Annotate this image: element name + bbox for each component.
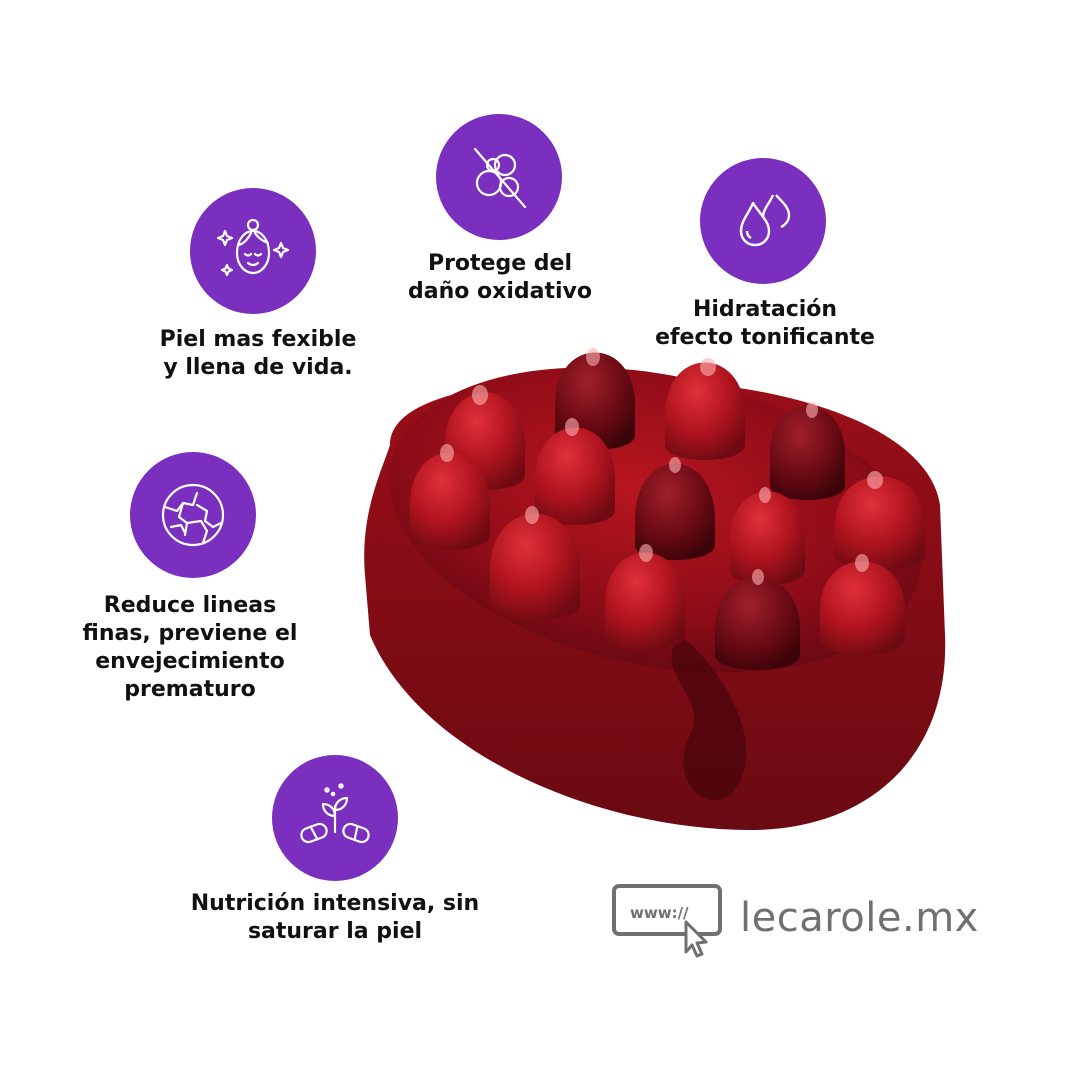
plant-capsule-icon <box>300 783 370 844</box>
benefit-icon-circle-hydration <box>700 158 826 284</box>
benefit-label-hydration: Hidratación efecto tonificante <box>655 297 875 350</box>
brand-domain[interactable]: lecarole.mx <box>740 895 979 941</box>
web-cursor-icon: www:// <box>612 884 722 958</box>
benefit-icon-circle-oxidation <box>436 114 562 240</box>
massage-soap-image <box>364 348 946 830</box>
benefit-icon-circle-nutrition <box>272 755 398 881</box>
no-oxidation-icon <box>473 147 527 209</box>
benefit-label-lines: Reduce lineas finas, previene el envejec… <box>82 593 298 702</box>
benefit-label-oxidation: Protege del daño oxidativo <box>408 251 592 304</box>
cracked-skin-icon <box>161 483 225 547</box>
benefit-label-nutrition: Nutrición intensiva, sin saturar la piel <box>190 891 480 944</box>
benefit-icon-circle-lines <box>130 452 256 578</box>
water-drops-icon <box>739 194 791 247</box>
benefit-label-skin: Piel mas fexible y llena de vida. <box>159 327 357 380</box>
benefit-icon-circle-skin <box>190 188 316 314</box>
brand-block: www:// lecarole.mx <box>610 878 979 958</box>
face-sparkle-icon <box>216 218 290 277</box>
url-badge-text: www:// <box>630 904 689 922</box>
